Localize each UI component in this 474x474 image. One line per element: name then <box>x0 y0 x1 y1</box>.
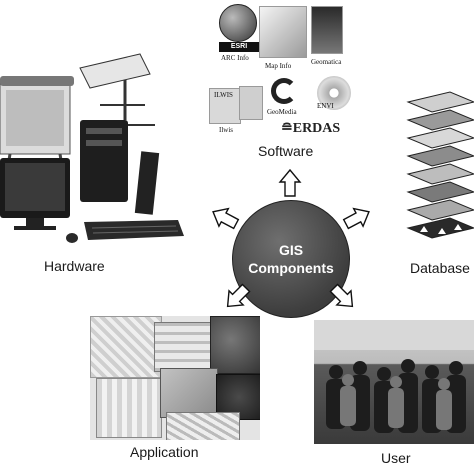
software-label: Software <box>258 143 314 159</box>
hub-title-line1: GIS <box>278 242 304 258</box>
geomedia-caption: GeoMedia <box>267 108 297 116</box>
geomedia-logo-icon <box>271 78 297 104</box>
ilwis-screen-icon <box>239 86 263 120</box>
monitor-icon <box>0 158 70 230</box>
mouse-icon <box>66 233 78 243</box>
software-logos: ESRI ARC Info Map Info Geomatica ILWIS I… <box>205 2 365 142</box>
ilwis-box-icon: ILWIS <box>209 88 241 124</box>
digitizer-table-icon <box>79 53 155 126</box>
arcinfo-caption: ARC Info <box>221 54 249 62</box>
erdas-logo: ≘ERDAS <box>281 120 340 137</box>
arrow-to-software-icon <box>279 169 301 197</box>
geomatica-box-icon <box>311 6 343 54</box>
mapinfo-caption: Map Info <box>265 62 292 70</box>
esri-globe-icon <box>219 4 257 42</box>
hardware-illustration <box>0 50 200 250</box>
ilwis-caption: Ilwis <box>219 126 233 134</box>
arrow-to-database-icon <box>340 202 375 234</box>
hardware-label: Hardware <box>44 258 105 274</box>
arrow-to-hardware-icon <box>207 202 242 234</box>
erdas-swoosh-icon: ≘ <box>281 121 293 136</box>
envi-caption: ENVI <box>317 102 334 110</box>
envi-disc-icon <box>317 76 351 110</box>
erdas-logo-text: ERDAS <box>292 121 341 136</box>
geomatica-caption: Geomatica <box>311 58 342 66</box>
plotter-icon <box>0 76 74 191</box>
keyboard-icon <box>84 220 184 240</box>
computer-tower-icon <box>80 120 160 215</box>
user-label: User <box>381 450 411 466</box>
database-label: Database <box>410 260 470 276</box>
user-group-photo <box>314 320 474 444</box>
application-label: Application <box>130 444 199 460</box>
gis-components-hub: GIS Components <box>232 200 350 318</box>
esri-badge: ESRI <box>219 42 259 52</box>
ilwis-box-label: ILWIS <box>214 91 233 99</box>
database-layers-illustration <box>398 88 474 260</box>
mapinfo-box-icon <box>259 6 307 58</box>
hub-title-line2: Components <box>248 260 334 276</box>
application-maps-collage <box>90 316 260 440</box>
